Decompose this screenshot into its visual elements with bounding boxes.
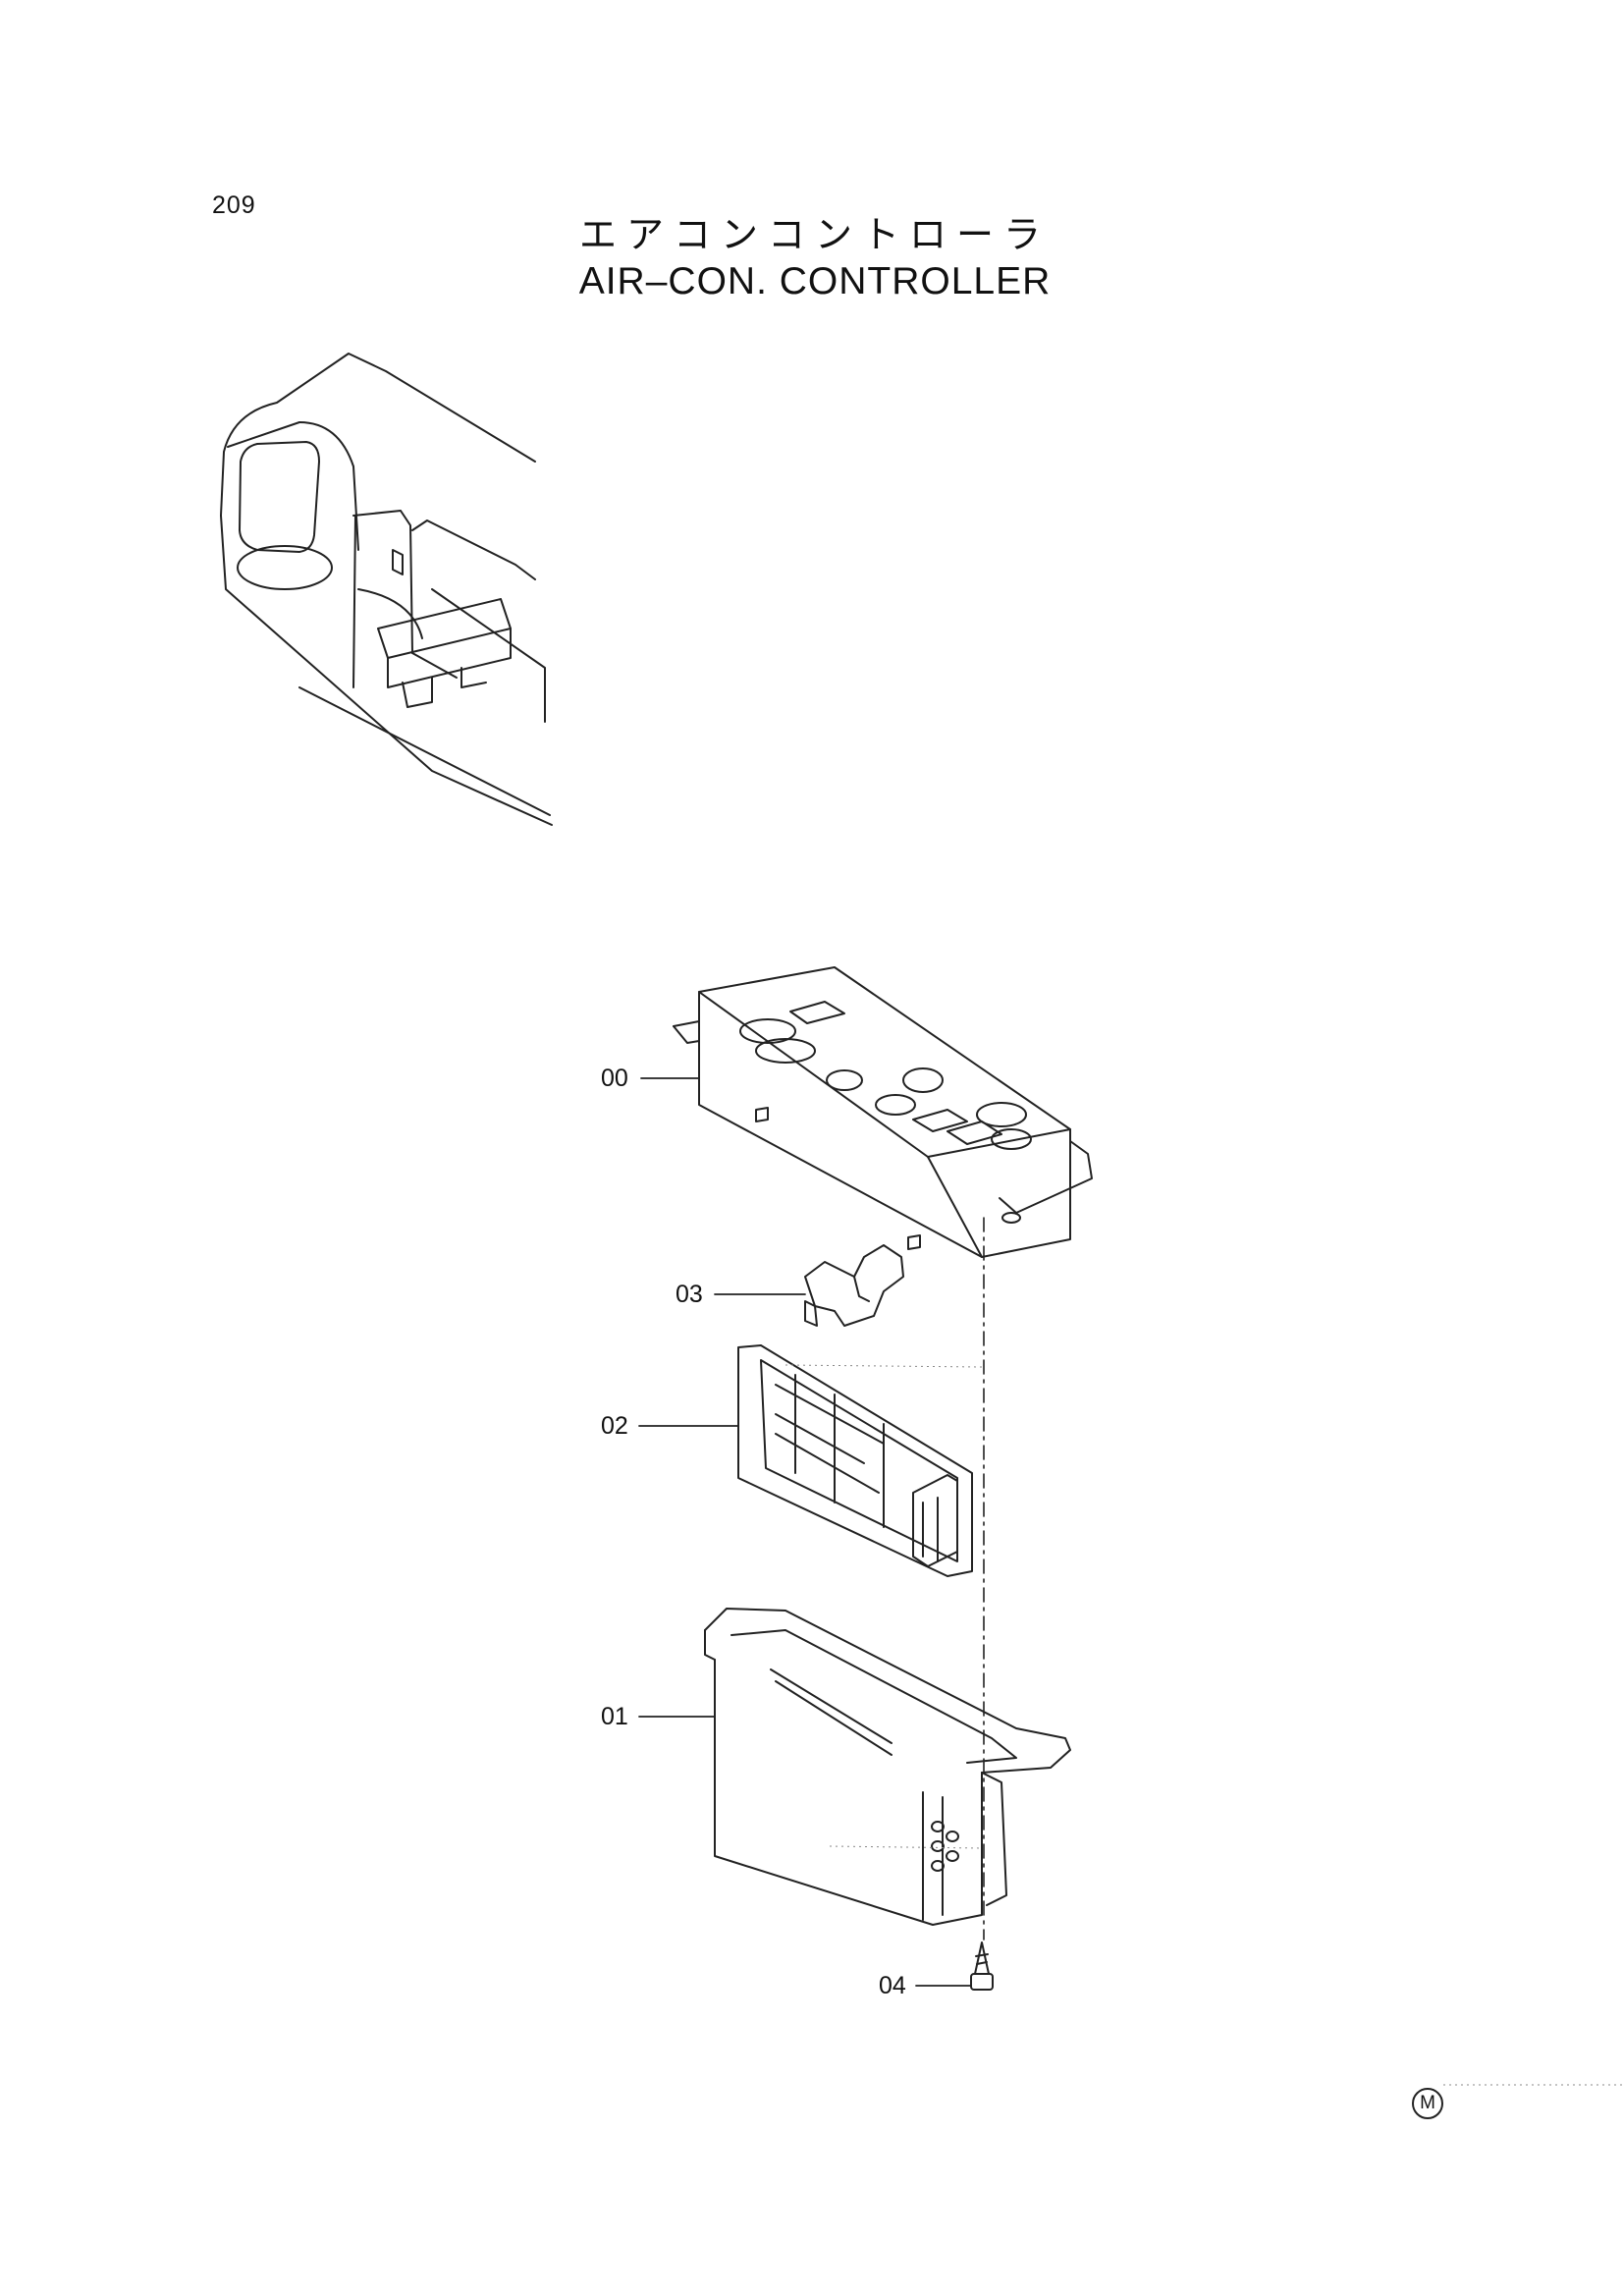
callout-label-00: 00 [601, 1065, 628, 1092]
callout-label-03: 03 [676, 1281, 703, 1308]
part-01-base-housing [704, 1608, 1071, 1926]
cab-location-view [220, 353, 553, 826]
title-block: エアコンコントローラ AIR–CON. CONTROLLER [550, 211, 1080, 305]
revision-marker: M [1412, 2088, 1443, 2119]
callout-label-02: 02 [601, 1412, 628, 1440]
title-japanese: エアコンコントローラ [578, 213, 1051, 256]
leader-lines [638, 1077, 972, 1987]
part-00-cover [673, 966, 1093, 1258]
page-number: 209 [212, 191, 256, 219]
callout-label-01: 01 [601, 1703, 628, 1730]
part-02-circuit-board [737, 1344, 973, 1577]
part-04-screw [970, 1941, 994, 1991]
title-english: AIR–CON. CONTROLLER [578, 260, 1052, 302]
part-03-clip [804, 1244, 904, 1327]
callout-label-04: 04 [879, 1972, 906, 1999]
